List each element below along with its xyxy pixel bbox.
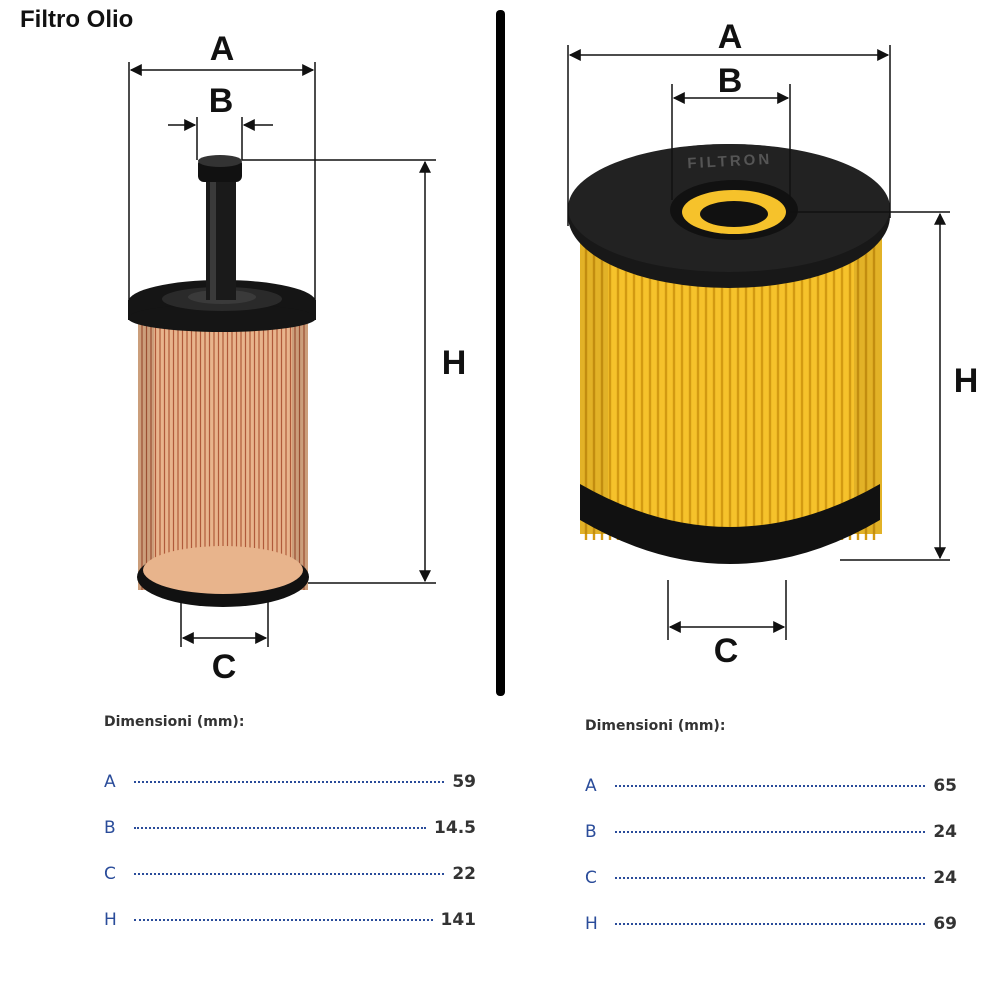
dim-key: B (585, 822, 597, 842)
dim-key: B (104, 818, 116, 838)
right-dim-row-c: C 24 (585, 868, 957, 888)
dim-key: C (104, 864, 116, 884)
right-dims-heading: Dimensioni (mm): (585, 718, 726, 734)
dim-value: 24 (933, 868, 957, 888)
dim-leader-dots (134, 919, 433, 921)
right-brand-logo: FILTRON (687, 151, 773, 172)
dim-leader-dots (615, 785, 926, 787)
right-dim-row-h: H 69 (585, 914, 957, 934)
left-label-h: H (442, 344, 467, 382)
right-dimension-lines (567, 45, 950, 640)
dim-leader-dots (615, 923, 926, 925)
dim-key: H (104, 910, 117, 930)
right-label-c: C (714, 632, 739, 670)
right-dim-row-b: B 24 (585, 822, 957, 842)
dim-leader-dots (134, 873, 445, 875)
left-dim-row-h: H 141 (104, 910, 476, 930)
left-dimension-lines (128, 62, 436, 647)
dim-leader-dots (134, 781, 445, 783)
right-bottom-seal (580, 484, 880, 564)
dim-key: C (585, 868, 597, 888)
left-dims-heading: Dimensioni (mm): (104, 714, 245, 730)
dim-key: H (585, 914, 598, 934)
dim-value: 65 (933, 776, 957, 796)
dim-leader-dots (615, 831, 926, 833)
right-filter-image: FILTRON (568, 144, 890, 564)
dim-leader-dots (615, 877, 926, 879)
left-label-a: A (210, 30, 235, 68)
dim-value: 24 (933, 822, 957, 842)
left-dim-row-b: B 14.5 (104, 818, 476, 838)
dim-key: A (585, 776, 597, 796)
right-label-h: H (954, 362, 979, 400)
dim-value: 141 (440, 910, 477, 930)
center-divider (496, 10, 505, 696)
dim-value: 22 (452, 864, 476, 884)
filters-figure: A B H C FILTRON A B H C (128, 18, 979, 686)
dim-value: 69 (933, 914, 957, 934)
left-label-c: C (212, 648, 237, 686)
left-label-b: B (209, 82, 234, 120)
dim-leader-dots (134, 827, 427, 829)
left-dim-row-c: C 22 (104, 864, 476, 884)
right-dim-row-a: A 65 (585, 776, 957, 796)
dim-value: 14.5 (434, 818, 476, 838)
left-filter-image (128, 155, 316, 607)
right-label-a: A (718, 18, 743, 56)
left-dim-row-a: A 59 (104, 772, 476, 792)
right-label-b: B (718, 62, 743, 100)
dim-value: 59 (452, 772, 476, 792)
page-title: Filtro Olio (20, 6, 134, 33)
dim-key: A (104, 772, 116, 792)
